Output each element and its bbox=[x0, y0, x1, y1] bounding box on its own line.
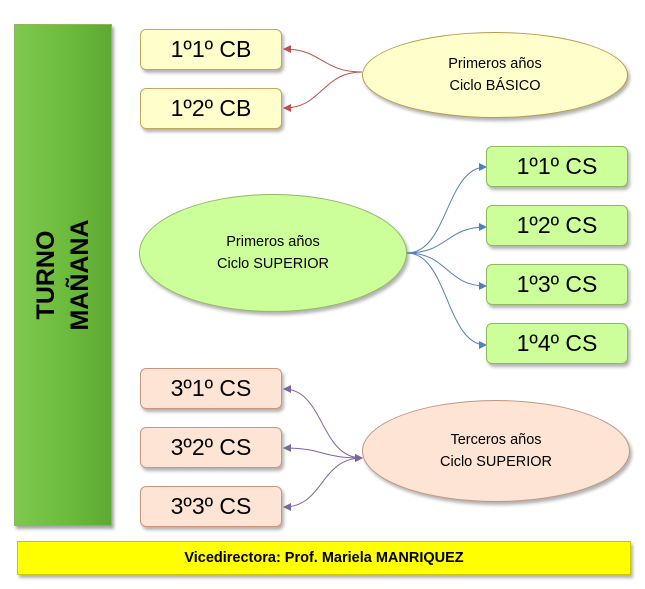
ellipse-terceros-superior: Terceros años Ciclo SUPERIOR bbox=[362, 400, 630, 502]
course-label: 1º4º CS bbox=[516, 330, 598, 356]
arrow-cs1-3 bbox=[406, 252, 487, 290]
ellipse-line1: Primeros años bbox=[448, 56, 542, 72]
arrow-cs3-2 bbox=[283, 444, 363, 462]
arrow-cb-2 bbox=[283, 71, 363, 112]
ellipse-primeros-superior: Primeros años Ciclo SUPERIOR bbox=[139, 194, 407, 312]
ellipse-line2: Ciclo SUPERIOR bbox=[217, 256, 329, 272]
course-label: 1º1º CB bbox=[170, 36, 252, 62]
course-label: 3º2º CS bbox=[170, 434, 252, 460]
course-box-3-3-cs: 3º3º CS bbox=[140, 486, 282, 527]
vicedirectora-footer: Vicedirectora: Prof. Mariela MANRIQUEZ bbox=[17, 541, 631, 575]
course-box-3-1-cs: 3º1º CS bbox=[140, 368, 282, 409]
footer-text: Vicedirectora: Prof. Mariela MANRIQUEZ bbox=[184, 550, 464, 566]
course-box-3-2-cs: 3º2º CS bbox=[140, 427, 282, 468]
ellipse-line2: Ciclo BÁSICO bbox=[449, 78, 541, 94]
course-box-1-1-cs: 1º1º CS bbox=[486, 146, 628, 187]
course-label: 3º1º CS bbox=[170, 375, 252, 401]
course-box-1-3-cs: 1º3º CS bbox=[486, 264, 628, 305]
course-label: 1º2º CB bbox=[170, 95, 252, 121]
arrow-cs3-1 bbox=[283, 385, 363, 462]
course-label: 1º3º CS bbox=[516, 271, 598, 297]
course-box-1-4-cs: 1º4º CS bbox=[486, 323, 628, 364]
course-box-1-2-cb: 1º2º CB bbox=[140, 88, 282, 129]
ellipse-primeros-basico: Primeros años Ciclo BÁSICO bbox=[362, 32, 628, 118]
arrow-cs1-4 bbox=[406, 252, 487, 349]
course-label: 3º3º CS bbox=[170, 493, 252, 519]
arrow-cs1-2 bbox=[406, 223, 487, 254]
ellipse-line1: Terceros años bbox=[450, 432, 542, 448]
course-label: 1º2º CS bbox=[516, 212, 598, 238]
ellipse-line2: Ciclo SUPERIOR bbox=[440, 454, 552, 470]
turno-manana-banner: TURNO MAÑANA bbox=[14, 24, 112, 526]
course-box-1-1-cb: 1º1º CB bbox=[140, 29, 282, 70]
course-label: 1º1º CS bbox=[516, 153, 598, 179]
arrow-cs3-3 bbox=[283, 454, 363, 511]
arrow-cb-1 bbox=[283, 45, 363, 73]
course-box-1-2-cs: 1º2º CS bbox=[486, 205, 628, 246]
ellipse-line1: Primeros años bbox=[226, 234, 320, 250]
arrow-cs1-1 bbox=[406, 163, 487, 254]
